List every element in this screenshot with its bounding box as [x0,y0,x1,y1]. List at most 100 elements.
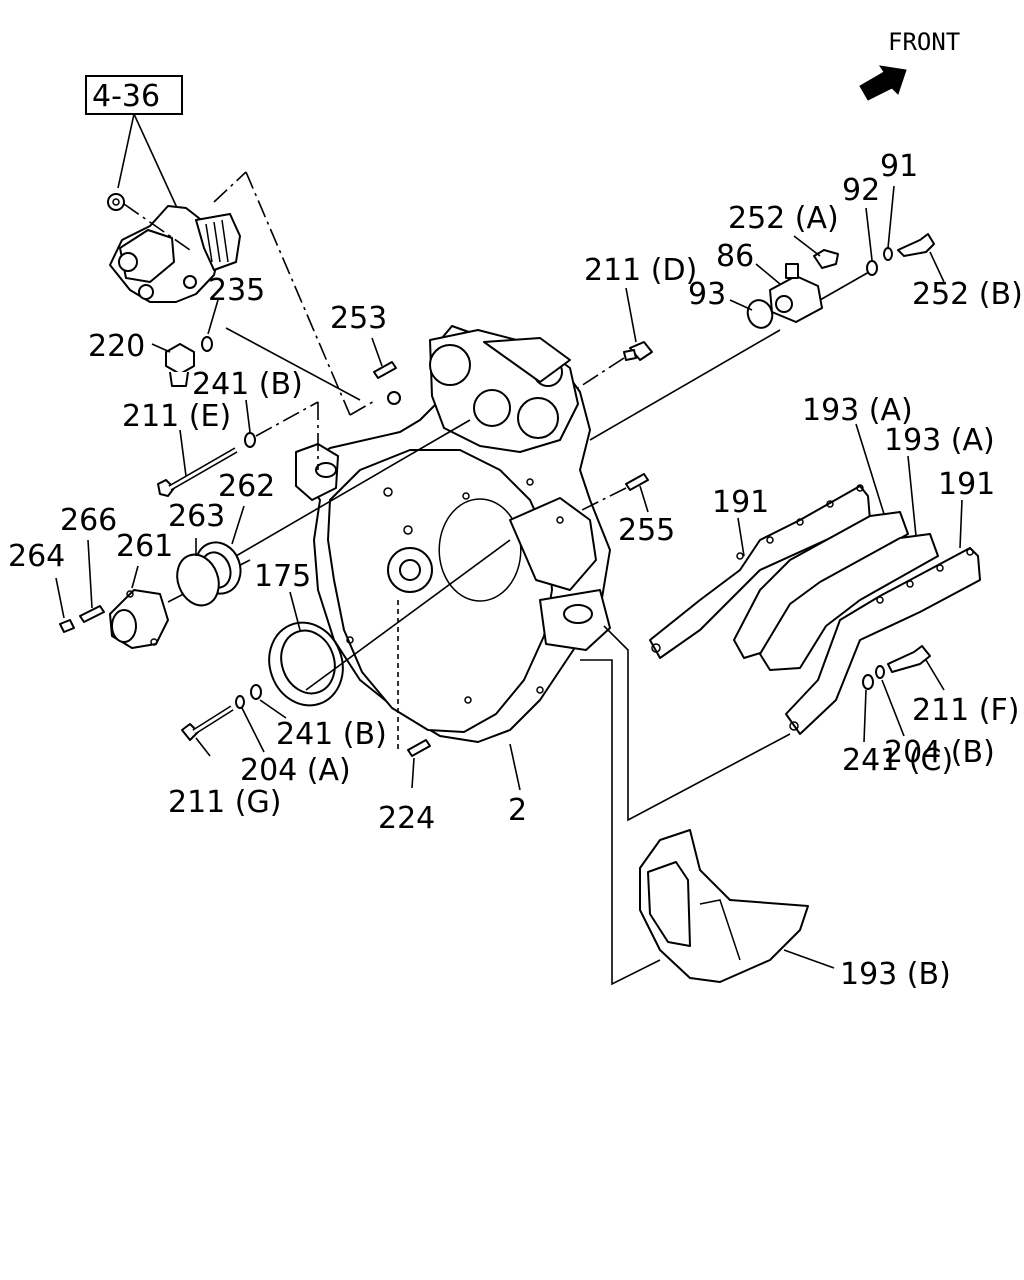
seal-193a-2 [759,533,939,671]
callout-193a-1: 193 (A) [802,393,913,428]
leader-191-right [959,499,963,549]
leader-pump-top [213,171,247,203]
bolt-211g [181,705,234,741]
leader-266 [87,539,93,609]
callout-264: 264 [8,539,65,574]
leader-220 [151,343,171,353]
leader-211d-line [577,357,625,389]
callout-2: 2 [508,793,527,828]
leader-193b [783,949,835,969]
pump-assembly [107,193,241,303]
callout-241b-top: 241 (B) [192,367,303,402]
leader-86 [755,263,781,285]
axis-261 [235,419,471,557]
nut-264 [59,619,75,633]
leader-193a-1 [855,423,885,515]
leader-241c [863,689,867,743]
washer-241c [862,674,874,690]
callout-224: 224 [378,801,435,836]
leader-92 [865,207,873,261]
leader-252b [929,251,945,283]
leader-193a-2 [907,455,917,537]
callout-175: 175 [254,559,311,594]
leader-253 [371,337,383,367]
washer-91 [883,247,893,261]
leader-211d [625,287,637,343]
callout-204b: 204 (B) [884,735,995,770]
callout-91: 91 [880,149,918,184]
bolt-211f [887,645,931,673]
callout-211g: 211 (G) [168,785,281,820]
callout-266: 266 [60,503,117,538]
callout-220: 220 [88,329,145,364]
washer-204b [875,665,885,679]
callout-211d: 211 (D) [584,253,697,288]
leader-204a [241,707,265,753]
leader-ref-1 [117,113,135,189]
axis-seal [305,539,511,691]
leader-pump-line [245,171,351,416]
leader-211f [925,659,945,691]
reference-box: 4-36 [85,75,183,115]
leader-261 [131,565,139,589]
oil-seal-175 [268,621,344,707]
leader-91 [887,185,895,249]
bolt-211e [157,447,238,497]
leader-175 [289,591,301,631]
front-label: FRONT [888,28,960,56]
leader-ref-2 [133,113,179,211]
callout-191-left: 191 [712,485,769,520]
leader-pump-nut [123,203,191,251]
washer-241b-top [244,432,256,448]
washer-204a [235,695,245,709]
callout-211f: 211 (F) [912,693,1019,728]
leader-241b-top [245,399,251,433]
leader-191-left [737,517,745,557]
leader-93 [729,299,753,311]
leader-264 [55,577,65,619]
cover-261 [109,589,169,649]
callout-93: 93 [688,277,726,312]
bracket-line-upper [603,625,791,822]
o-ring-235 [201,336,213,352]
washer-92 [866,260,878,276]
callout-262: 262 [218,469,275,504]
o-ring-93 [746,299,774,329]
callout-241b-lower: 241 (B) [276,717,387,752]
stud-253 [373,361,401,405]
callout-252b: 252 (B) [912,277,1023,312]
leader-224 [411,757,415,789]
leader-204b [881,679,905,737]
bolt-252b [897,233,935,257]
flywheel-housing [295,325,611,743]
callout-191-right: 191 [938,467,995,502]
callout-253: 253 [330,301,387,336]
bolt-211d [623,341,653,361]
callout-263: 263 [168,499,225,534]
callout-255: 255 [618,513,675,548]
leader-255 [639,485,649,513]
stud-224 [407,739,431,757]
leader-241b-lower [259,699,287,719]
bracket-line-lower [580,659,661,986]
front-arrow-icon [859,65,907,101]
callout-193b: 193 (B) [840,957,951,992]
callout-211e: 211 (E) [122,399,231,434]
leader-211e [179,429,187,477]
o-ring-263 [176,553,220,607]
leader-235-line [225,327,361,401]
callout-86: 86 [716,239,754,274]
stud-255 [625,473,649,491]
bolt-252a [813,249,839,269]
callout-261: 261 [116,529,173,564]
callout-241c: 241 (C) [842,743,953,778]
leader-235 [207,299,219,335]
callout-labels: 2 86 91 92 93 175 191 191 193 (A) 193 (A… [8,149,1023,992]
leader-211g [195,737,211,757]
leader-211e-line [255,401,319,437]
callout-235: 235 [208,273,265,308]
plug-220 [165,343,195,387]
callout-92: 92 [842,173,880,208]
